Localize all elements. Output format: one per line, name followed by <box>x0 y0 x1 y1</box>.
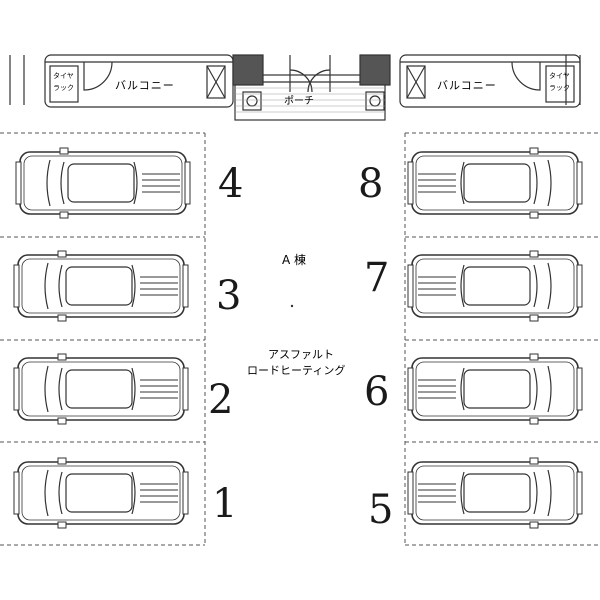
tire-rack-right-line2: ラック <box>549 84 570 92</box>
car-space-8 <box>407 147 583 219</box>
space-number-1: 1 <box>212 481 238 527</box>
tire-rack-left-line2: ラック <box>53 84 74 92</box>
space-number-6: 6 <box>364 369 390 415</box>
road-label-line1: アスファルト <box>268 348 334 361</box>
car-space-6 <box>407 353 583 425</box>
car-space-2 <box>13 353 189 425</box>
parking-bays-left <box>0 132 206 546</box>
car-space-4 <box>15 147 191 219</box>
balcony-right-label: バルコニー <box>437 79 497 92</box>
car-space-1 <box>13 457 189 529</box>
parking-bays-right <box>404 132 600 546</box>
space-number-5: 5 <box>368 487 394 533</box>
space-number-2: 2 <box>208 377 234 423</box>
balcony-left-label: バルコニー <box>115 79 175 92</box>
center-dot <box>290 304 294 308</box>
car-space-7 <box>407 250 583 322</box>
building-name: A 棟 <box>282 252 306 267</box>
space-number-7: 7 <box>364 255 390 301</box>
car-space-5 <box>407 457 583 529</box>
tire-rack-right-line1: タイヤ <box>549 71 570 80</box>
road-label-line2: ロードヒーティング <box>247 363 345 377</box>
building-outline <box>9 54 581 121</box>
space-number-8: 8 <box>358 161 384 207</box>
car-space-3 <box>13 250 189 322</box>
porch-tiles <box>235 87 385 113</box>
porch-label: ポーチ <box>284 95 314 107</box>
tire-rack-left-line1: タイヤ <box>53 71 74 80</box>
space-number-3: 3 <box>216 273 242 319</box>
space-number-4: 4 <box>218 161 244 207</box>
